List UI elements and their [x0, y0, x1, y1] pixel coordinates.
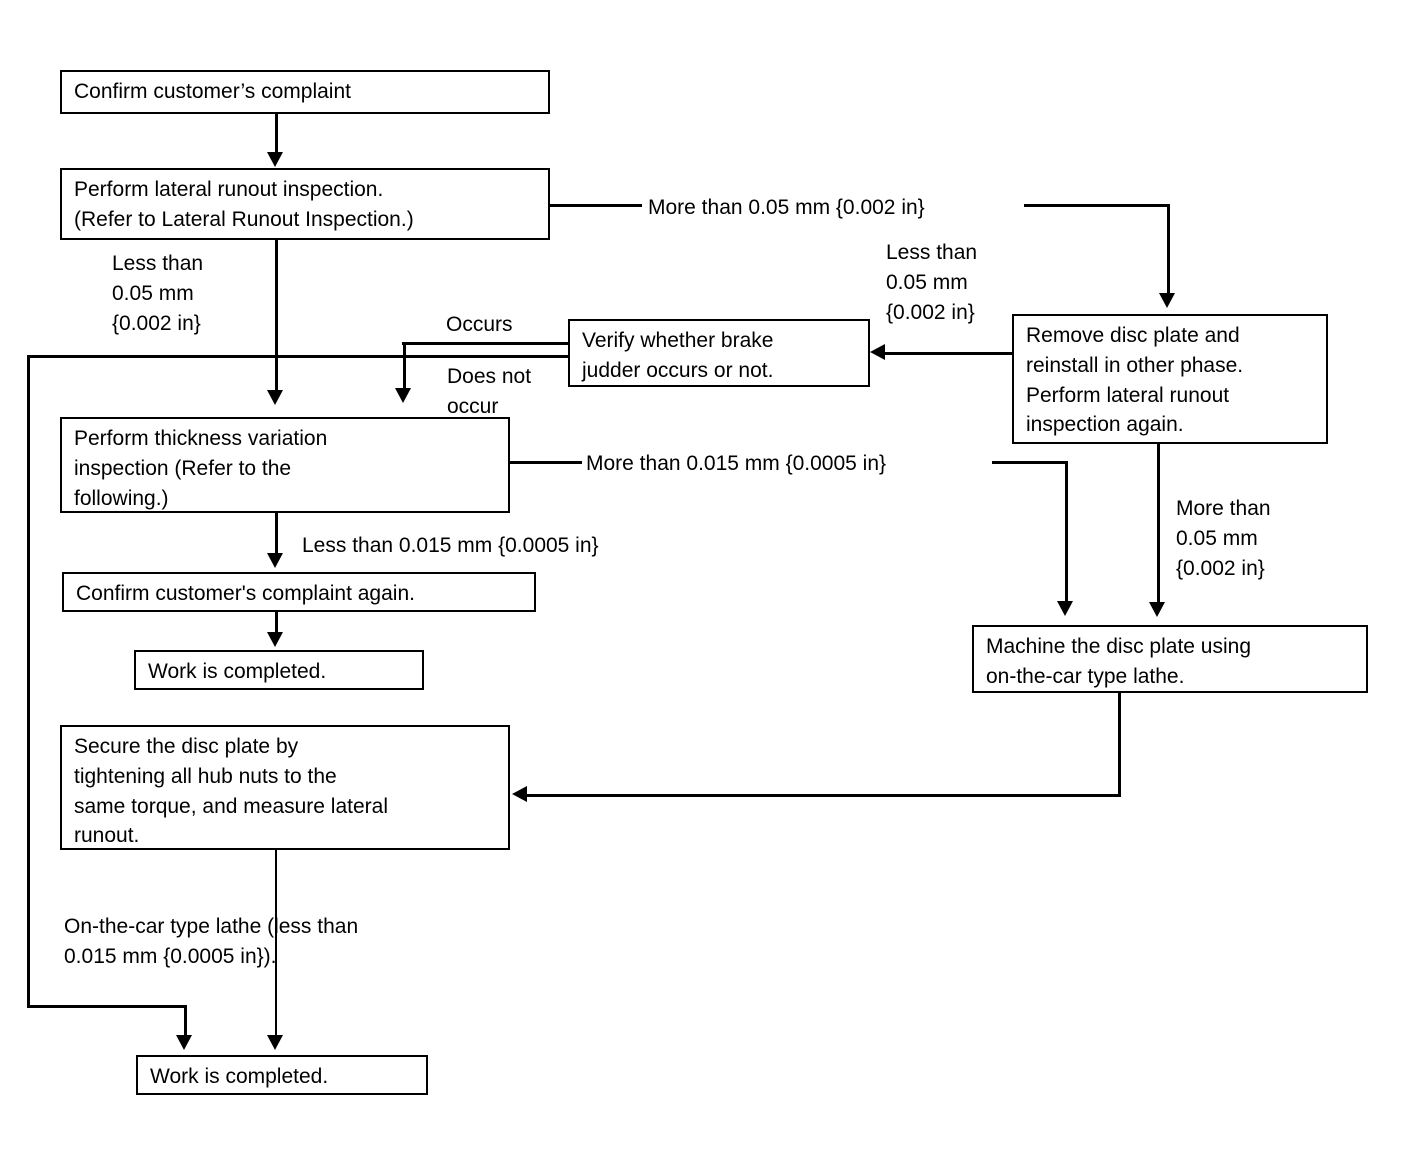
connector-runout-more-than-005-left [550, 204, 642, 207]
node-thickness-variation-inspection: Perform thickness variation inspection (… [60, 417, 510, 513]
connector-machine-to-secure-drop [1118, 693, 1121, 796]
connector-confirm-again-to-work-completed [275, 612, 278, 634]
arrowhead-runout-to-thickness [267, 390, 283, 405]
edge-label-more-than-005-top: More than 0.05 mm {0.002 in} [648, 196, 925, 219]
connector-runout-more-than-005-right [1024, 204, 1170, 207]
connector-thickness-less-than-0015 [275, 513, 278, 555]
arrowhead-machine-to-secure [512, 786, 527, 802]
connector-runout-less-than-005 [275, 240, 278, 392]
edge-label-on-the-car-lathe-note: On-the-car type lathe (less than 0.015 m… [64, 915, 359, 968]
connector-thickness-more-than-0015-left [510, 461, 582, 464]
connector-does-not-occur-horizontal [27, 355, 570, 358]
connector-remove-to-verify [885, 352, 1013, 355]
connector-left-trunk [27, 355, 30, 1005]
arrowhead-confirm-to-runout [267, 152, 283, 167]
edge-label-more-than-0015: More than 0.015 mm {0.0005 in} [586, 452, 887, 475]
node-confirm-complaint: Confirm customer’s complaint [60, 70, 550, 114]
connector-remove-to-machine [1157, 444, 1160, 604]
arrowhead-thickness-to-confirm-again [267, 553, 283, 568]
connector-occurs-horizontal [402, 342, 570, 345]
edge-label-less-than-005-right: Less than 0.05 mm {0.002 in} [886, 241, 978, 324]
node-machine-disc-plate: Machine the disc plate using on-the-car … [972, 625, 1368, 693]
node-work-completed-lower: Work is completed. [136, 1055, 428, 1095]
arrowhead-occurs-to-thickness [395, 388, 411, 403]
node-lateral-runout-inspection: Perform lateral runout inspection. (Refe… [60, 168, 550, 240]
node-verify-brake-judder: Verify whether brake judder occurs or no… [568, 319, 870, 387]
connector-confirm-to-runout [275, 114, 278, 154]
node-confirm-complaint-again: Confirm customer's complaint again. [62, 572, 536, 612]
connector-occurs-drop [403, 342, 406, 390]
edge-label-less-than-005-left: Less than 0.05 mm {0.002 in} [112, 252, 204, 335]
edge-label-does-not-occur: Does not occur [447, 365, 532, 418]
edge-label-less-than-0015: Less than 0.015 mm {0.0005 in} [302, 534, 599, 557]
connector-thickness-more-than-0015-right [992, 461, 1068, 464]
arrowhead-secure-to-work-completed [267, 1035, 283, 1050]
arrowhead-remove-to-machine [1149, 602, 1165, 617]
connector-runout-more-than-005-drop [1167, 204, 1170, 294]
connector-machine-to-secure-horizontal [527, 794, 1121, 797]
arrowhead-remove-to-verify [870, 344, 885, 360]
edge-label-more-than-005-lower-right: More than 0.05 mm {0.002 in} [1176, 497, 1271, 580]
arrowhead-into-remove-disc-plate [1159, 293, 1175, 308]
connector-left-trunk-to-work-completed [184, 1005, 187, 1037]
node-secure-disc-plate: Secure the disc plate by tightening all … [60, 725, 510, 850]
node-remove-disc-plate: Remove disc plate and reinstall in other… [1012, 314, 1328, 444]
edge-label-occurs: Occurs [446, 313, 513, 336]
arrowhead-left-trunk-to-work-completed [176, 1035, 192, 1050]
node-work-completed-upper: Work is completed. [134, 650, 424, 690]
arrowhead-confirm-again-to-work-completed [267, 632, 283, 647]
connector-left-trunk-bottom [27, 1005, 187, 1008]
connector-thickness-more-than-0015-drop [1065, 461, 1068, 603]
connector-secure-to-work-completed [275, 850, 277, 1037]
arrowhead-thickness-to-machine [1057, 601, 1073, 616]
